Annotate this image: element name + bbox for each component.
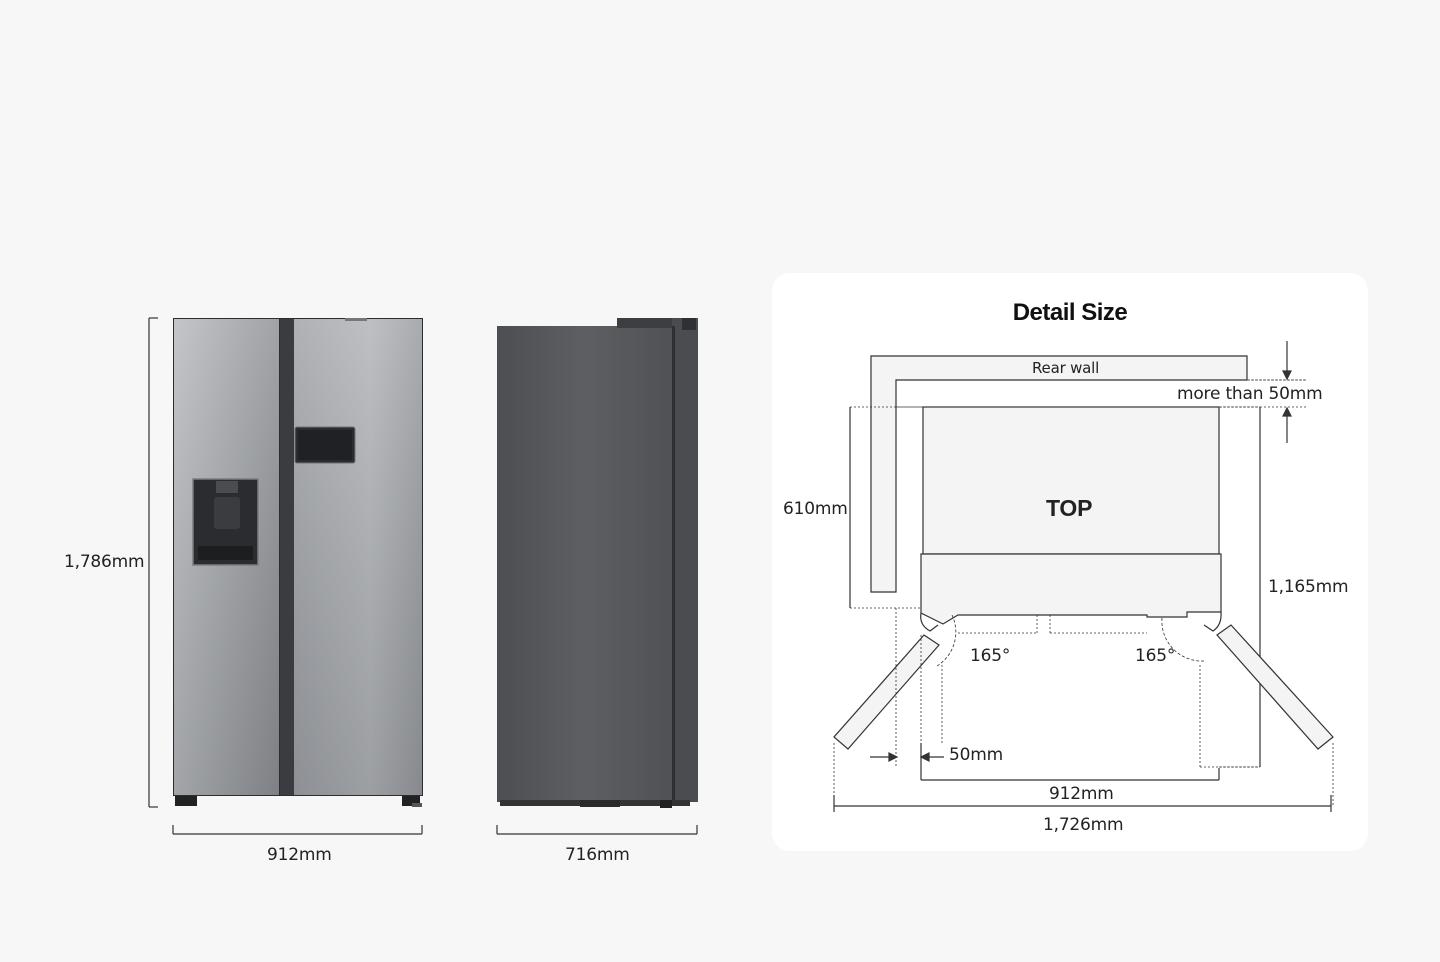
water-dispenser [192,478,259,566]
side-depth-label: 716mm [565,845,630,865]
height-label: 1,786mm [64,552,145,572]
side-gap-label: 50mm [949,745,1003,765]
left-angle-label: 165° [970,646,1011,666]
panel-title: Detail Size [1012,299,1128,326]
top-view-diagram [833,341,1334,812]
width-1726-label: 1,726mm [1043,815,1124,835]
fridge-front-body [173,318,423,807]
clearance-label: more than 50mm [1177,384,1323,404]
depth-610-label: 610mm [783,499,848,519]
height-dimension-line [148,317,158,808]
top-label: TOP [1046,495,1093,521]
front-width-dimension-line [172,825,423,835]
left-door-open [833,634,940,750]
fridge-top-body [922,406,1220,555]
depth-1165-label: 1,165mm [1268,577,1349,597]
fridge-side-body [497,318,698,808]
right-door-open [1216,624,1334,750]
right-angle-label: 165° [1135,646,1176,666]
width-912-label: 912mm [1049,784,1114,804]
side-depth-dimension-line [496,825,698,835]
fridge-doors-closed [920,553,1222,625]
detail-size-panel: Detail Size [772,273,1368,851]
front-width-label: 912mm [267,845,332,865]
rear-wall-label: Rear wall [1032,359,1100,377]
